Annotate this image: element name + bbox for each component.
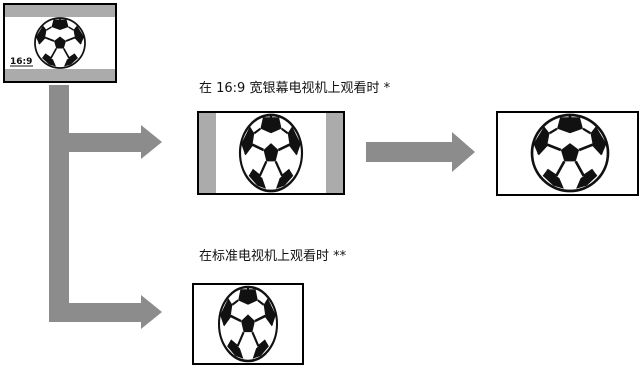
standard-tv-frame <box>193 284 303 364</box>
pillarbox-frame <box>197 112 345 194</box>
pillar-left-bar <box>199 113 216 193</box>
branch-bottom-arrowhead <box>141 295 162 329</box>
middle-arrow-shaft <box>366 142 452 162</box>
branch-bottom-shaft <box>69 303 141 322</box>
middle-arrow-arrowhead <box>452 132 475 172</box>
trunk-bar <box>49 85 69 322</box>
pillar-right-bar <box>326 113 343 193</box>
path-label-standard: 在标准电视机上观看时 ** <box>199 248 347 264</box>
source-frame: 16:9 <box>3 4 117 82</box>
branch-top-shaft <box>69 133 141 152</box>
format-label: 16:9 <box>10 57 32 67</box>
flow-arrows <box>49 85 475 329</box>
soccer-ball-icon <box>219 287 277 361</box>
path-label-widescreen: 在 16:9 宽银幕电视机上观看时 * <box>199 80 391 96</box>
branch-top-arrowhead <box>141 125 162 159</box>
soccer-ball-icon <box>240 115 302 191</box>
soccer-ball-icon <box>35 18 85 68</box>
letterbox-bottom-bar <box>5 69 115 81</box>
soccer-ball-icon <box>532 115 608 191</box>
letterbox-top-bar <box>5 5 115 17</box>
widescreen-result-frame <box>497 112 638 195</box>
